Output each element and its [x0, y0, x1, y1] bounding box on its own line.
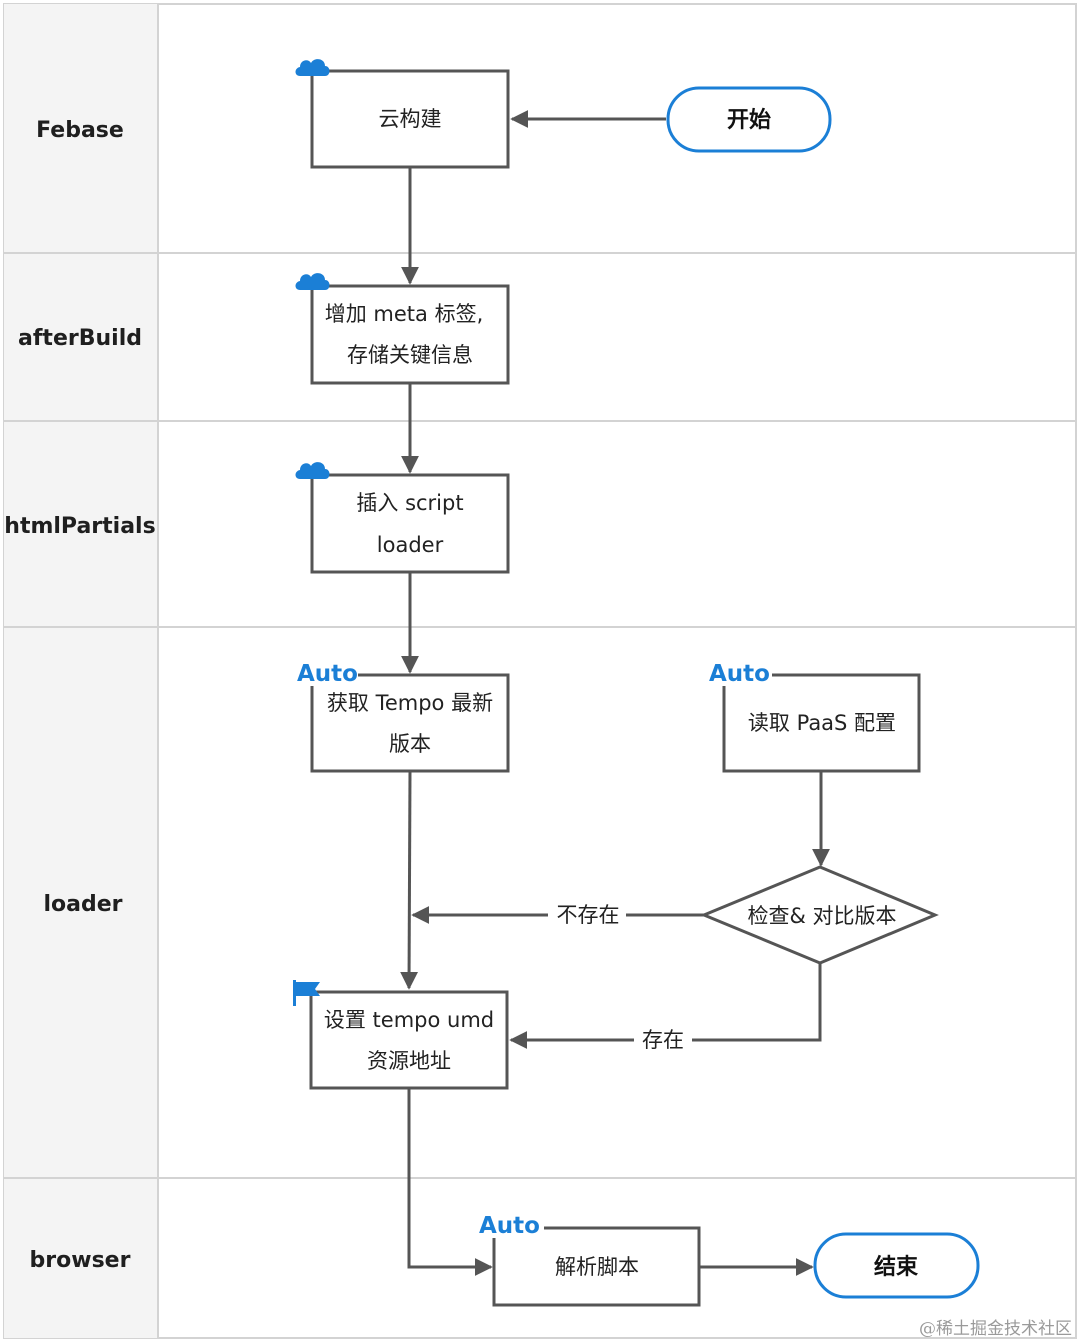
parse-script-node: [492, 1226, 701, 1307]
edge-label-exist: 存在: [642, 1028, 684, 1052]
set-umd-line1: 设置 tempo umd: [324, 1008, 494, 1032]
auto-tag-bg: [294, 660, 358, 686]
get-tempo-auto-tag: Auto: [297, 661, 358, 687]
add-meta-line2: 存储关键信息: [347, 343, 473, 367]
lane-label-febase: Febase: [36, 118, 124, 143]
lane-label-htmlpartials: htmlPartials: [4, 514, 155, 539]
edge-label-not-exist: 不存在: [557, 903, 620, 927]
lane-label-loader: loader: [43, 892, 122, 917]
edge-tempo-to-umd: [400, 770, 419, 990]
read-paas-auto-tag: Auto: [709, 661, 770, 687]
cloud-icon: [295, 59, 330, 76]
cloud-icon: [295, 462, 330, 479]
cloud-icon: [295, 273, 330, 290]
edge-check-exist: [509, 964, 822, 1049]
set-umd-line2: 资源地址: [367, 1049, 451, 1073]
check-compare-label: 检查& 对比版本: [747, 904, 896, 928]
read-paas-label: 读取 PaaS 配置: [748, 711, 896, 735]
read-paas-node: [722, 673, 921, 773]
insert-loader-line1: 插入 script: [356, 491, 463, 515]
auto-tag-bg: [706, 660, 772, 686]
insert-loader-node: [310, 473, 510, 574]
cloud-build-node: [310, 69, 510, 169]
start-label: 开始: [727, 107, 771, 133]
insert-loader-line2: loader: [377, 533, 444, 557]
get-tempo-node: [310, 673, 510, 773]
end-label: 结束: [874, 1254, 919, 1280]
cloud-build-label: 云构建: [379, 107, 442, 131]
start-node: [666, 86, 832, 153]
get-tempo-line1: 获取 Tempo 最新: [327, 691, 493, 715]
add-meta-node: [310, 284, 510, 385]
end-node: [813, 1232, 980, 1299]
swimlane-frame: [3, 3, 1077, 1339]
check-compare-node: [700, 865, 939, 965]
edge-label-bg: [548, 900, 626, 930]
edges: [400, 110, 830, 1276]
edge-umd-to-parse: [407, 1088, 493, 1276]
add-meta-line1: 增加 meta 标签,: [325, 302, 484, 326]
flag-icon: [293, 980, 320, 1006]
set-umd-node: [309, 990, 509, 1090]
watermark: @稀土掘金技术社区: [919, 1319, 1072, 1339]
auto-tag-bg: [476, 1212, 544, 1238]
lane-label-afterbuild: afterBuild: [18, 326, 142, 351]
parse-script-auto-tag: Auto: [479, 1213, 540, 1239]
parse-script-label: 解析脚本: [555, 1255, 639, 1279]
get-tempo-line2: 版本: [389, 732, 431, 756]
edge-label-bg: [634, 1025, 692, 1055]
lane-label-browser: browser: [30, 1248, 131, 1273]
